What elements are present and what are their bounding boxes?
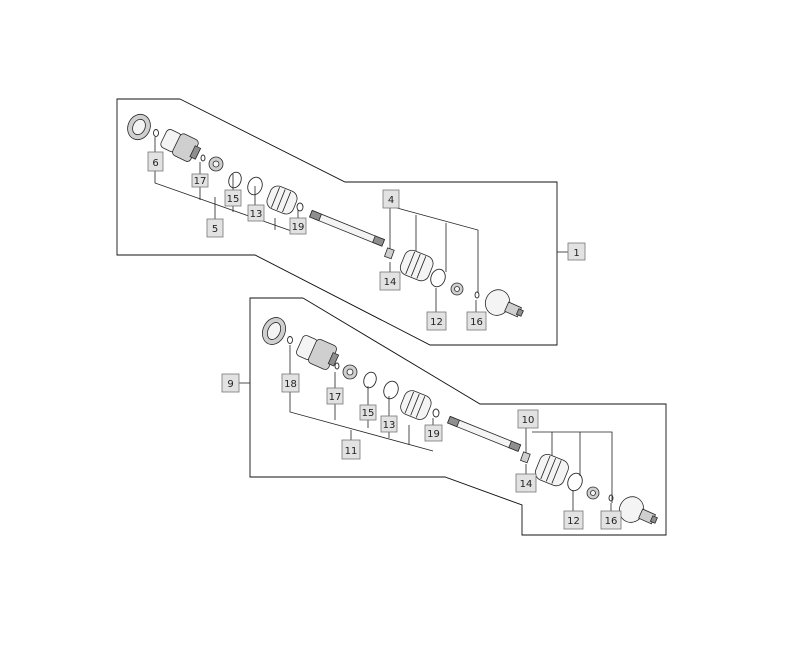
o-ring [287, 336, 293, 344]
svg-text:12: 12 [430, 317, 443, 328]
leader-lines-upper [154, 137, 568, 312]
svg-text:16: 16 [605, 516, 618, 527]
assembly-frame-lower [249, 297, 667, 536]
washer [520, 451, 531, 464]
outer-boot [534, 453, 569, 487]
svg-text:19: 19 [292, 222, 305, 233]
svg-text:1: 1 [573, 248, 579, 259]
svg-text:16: 16 [470, 317, 483, 328]
callout-16: 16 [600, 510, 622, 530]
outer-cv-joint [618, 496, 658, 525]
svg-text:13: 13 [383, 420, 396, 431]
svg-text:14: 14 [520, 479, 533, 490]
svg-text:15: 15 [227, 194, 240, 205]
svg-text:17: 17 [194, 176, 207, 187]
svg-text:4: 4 [388, 195, 394, 206]
callout-15: 15 [224, 189, 242, 207]
callout-12: 12 [563, 510, 584, 530]
svg-text:10: 10 [522, 415, 535, 426]
washer [384, 247, 395, 260]
callout-16: 16 [466, 311, 487, 331]
svg-text:9: 9 [227, 379, 233, 390]
parts-upper [127, 113, 524, 318]
clamp-ring [383, 380, 399, 400]
callout-12: 12 [426, 311, 447, 331]
clamp-ring [247, 176, 263, 196]
assembly-label-9: 9 [221, 373, 240, 393]
callout-19: 19 [424, 424, 443, 442]
assembly-upper: 6 17 15 13 5 19 4 14 [116, 98, 586, 346]
svg-text:19: 19 [427, 429, 440, 440]
callout-15: 15 [359, 404, 377, 421]
callout-14: 14 [379, 271, 401, 291]
boot [266, 185, 298, 215]
svg-text:17: 17 [329, 392, 342, 403]
callout-13: 13 [247, 204, 265, 222]
callout-6: 6 [147, 151, 164, 172]
o-ring [153, 129, 159, 137]
shaft [447, 415, 522, 452]
shaft [309, 209, 386, 247]
parts-lower [262, 317, 658, 525]
boot [400, 390, 432, 420]
callout-10: 10 [517, 409, 539, 429]
assembly-lower: 18 17 15 13 11 19 10 14 [221, 297, 667, 536]
callout-14: 14 [515, 473, 537, 493]
callout-17: 17 [191, 173, 209, 188]
outer-boot [399, 249, 434, 282]
svg-text:12: 12 [567, 516, 580, 527]
inner-joint-housing [160, 129, 202, 162]
callout-5: 5 [206, 218, 224, 238]
svg-text:11: 11 [345, 446, 358, 457]
callout-17: 17 [326, 387, 344, 405]
callout-4: 4 [382, 189, 400, 209]
svg-text:15: 15 [362, 408, 375, 419]
svg-text:14: 14 [384, 277, 397, 288]
assembly-label-1: 1 [567, 242, 586, 261]
callout-11: 11 [341, 439, 361, 460]
assembly-frame-upper [116, 98, 558, 346]
clamp-ring [363, 371, 377, 389]
outer-cv-joint [484, 289, 524, 318]
svg-text:18: 18 [284, 379, 297, 390]
svg-text:6: 6 [152, 158, 158, 169]
clamp-ring [228, 171, 242, 189]
svg-text:13: 13 [250, 209, 263, 220]
callout-19: 19 [289, 217, 307, 235]
callout-13: 13 [380, 415, 398, 433]
inner-joint-housing [296, 335, 340, 370]
callout-18: 18 [281, 373, 300, 393]
svg-text:5: 5 [212, 224, 218, 235]
